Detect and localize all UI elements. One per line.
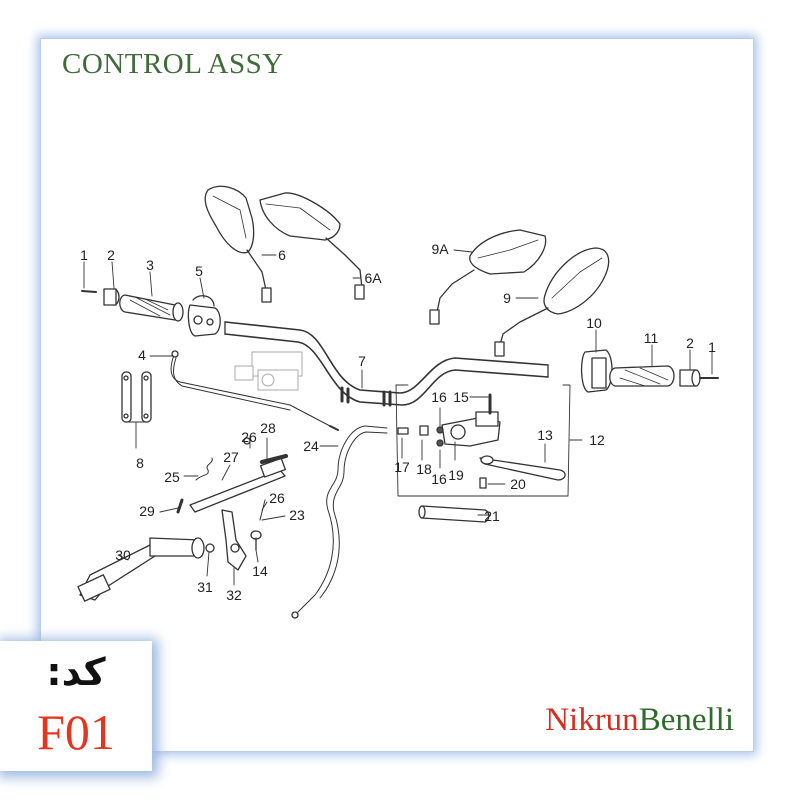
callout-7: 7	[358, 353, 366, 369]
callout-21: 21	[484, 508, 500, 524]
callout-2-right: 2	[686, 335, 694, 351]
callout-23: 23	[289, 507, 305, 523]
callout-32: 32	[226, 587, 242, 603]
callout-1: 1	[80, 247, 88, 263]
mirror-9a	[429, 229, 547, 325]
brand-watermark: NikrunBenelli	[545, 702, 734, 739]
callout-17: 17	[394, 459, 410, 475]
callout-20: 20	[510, 476, 526, 492]
callout-31: 31	[197, 579, 213, 595]
rear-brake-pedal-assembly	[77, 437, 288, 602]
callout-27: 27	[223, 449, 239, 465]
callout-2: 2	[107, 247, 115, 263]
callout-4: 4	[138, 347, 146, 363]
callout-1-right: 1	[708, 339, 716, 355]
callout-3: 3	[146, 257, 154, 273]
callout-30: 30	[115, 547, 131, 563]
brand-part-1: Nikrun	[545, 702, 639, 738]
callout-19: 19	[448, 467, 464, 483]
callout-16-top: 16	[431, 389, 447, 405]
callout-9: 9	[503, 290, 511, 306]
callout-24: 24	[303, 438, 319, 454]
callout-28: 28	[260, 420, 276, 436]
callout-18: 18	[416, 461, 432, 477]
brake-lever-assembly	[397, 393, 566, 489]
callout-29: 29	[139, 503, 155, 519]
brand-part-2: Benelli	[638, 702, 734, 738]
callout-12: 12	[589, 432, 605, 448]
code-box	[0, 641, 152, 771]
callout-16-bottom: 16	[431, 471, 447, 487]
callout-5: 5	[195, 263, 203, 279]
code-label: کد:	[46, 650, 106, 694]
callout-14: 14	[252, 563, 268, 579]
callout-10: 10	[586, 315, 602, 331]
mirror-9	[494, 247, 610, 357]
code-value: F01	[37, 704, 115, 760]
callout-15: 15	[453, 389, 469, 405]
diagram-frame	[40, 38, 754, 752]
callout-13: 13	[537, 427, 553, 443]
handlebar	[224, 321, 549, 394]
callout-9a: 9A	[431, 241, 449, 257]
callout-6: 6	[278, 247, 286, 263]
callout-26-top: 26	[241, 429, 257, 445]
mirror-6a	[259, 192, 365, 300]
callout-26-bottom: 26	[269, 490, 285, 506]
callout-8: 8	[136, 455, 144, 471]
callout-6a: 6A	[364, 270, 382, 286]
callout-11: 11	[644, 330, 659, 346]
left-mirror	[204, 185, 272, 303]
callout-25: 25	[164, 469, 180, 485]
diagram-title: CONTROL ASSY	[62, 48, 284, 80]
left-grip-assembly	[81, 288, 221, 337]
right-grip-assembly	[580, 349, 719, 393]
